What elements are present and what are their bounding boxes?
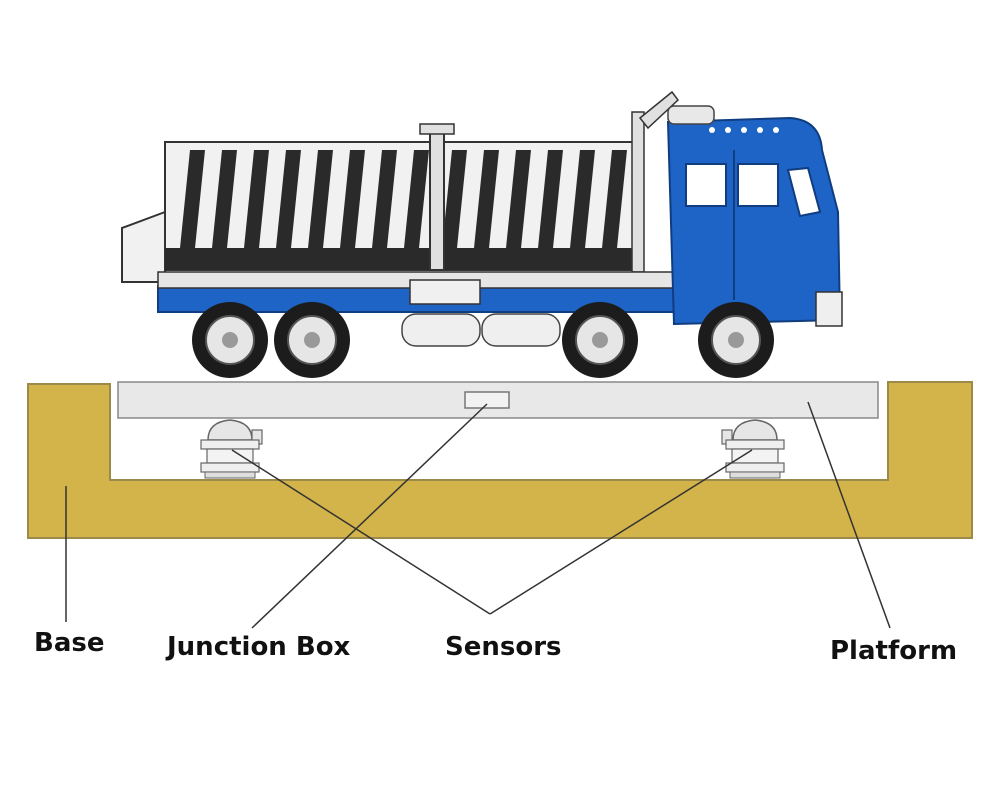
junction-box: [464, 391, 510, 409]
wheel-1: [192, 302, 268, 378]
label-junction-box: Junction Box: [167, 632, 351, 662]
wheel-2: [274, 302, 350, 378]
sensor-right: [721, 419, 785, 479]
label-platform: Platform: [830, 636, 958, 666]
wheel-3: [562, 302, 638, 378]
label-sensors: Sensors: [445, 632, 562, 662]
leader-line-platform: [807, 401, 891, 629]
leader-line-sensor-left: [231, 449, 491, 615]
dump-body-stripes: [180, 150, 627, 248]
dump-truck-icon: [121, 90, 843, 378]
leader-line-junction-box: [251, 403, 488, 629]
label-base: Base: [34, 628, 105, 658]
leader-line-sensor-right: [489, 449, 753, 615]
base: [27, 381, 973, 539]
wheel-4: [698, 302, 774, 378]
sensor-left: [200, 419, 263, 479]
